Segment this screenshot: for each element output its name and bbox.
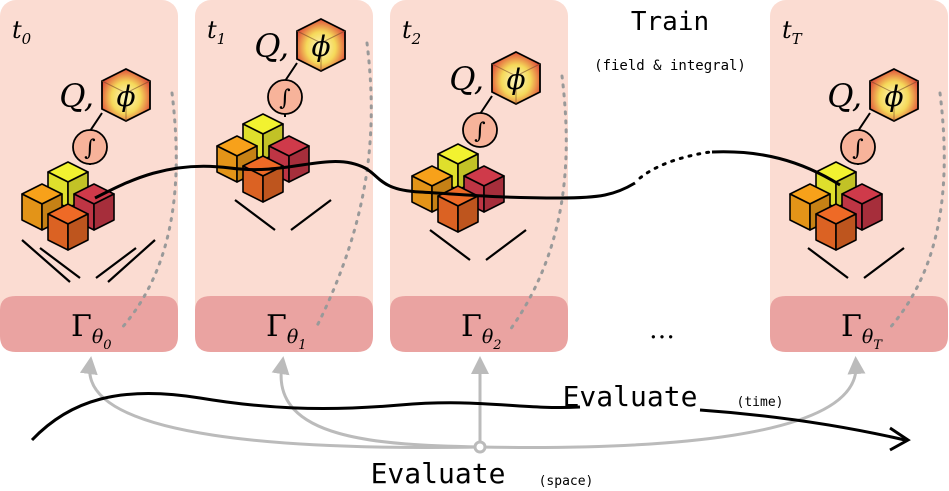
- gamma-subscript: θ: [482, 326, 494, 348]
- dotted-connector: [118, 91, 178, 332]
- phi-node: ϕ: [491, 50, 541, 106]
- train-title: Train: [631, 7, 709, 37]
- gamma-subscript: θ: [92, 326, 104, 348]
- integral-symbol: ∫: [852, 136, 864, 161]
- train-subtitle: (field & integral): [594, 58, 746, 74]
- phi-node: ϕ: [296, 17, 346, 73]
- gamma-ellipsis: …: [649, 315, 675, 345]
- phi-link: [89, 112, 103, 132]
- evaluate-time-label: Evaluate: [563, 380, 698, 413]
- cube-cluster: [21, 161, 115, 251]
- decoder-line-right: [290, 199, 332, 231]
- decoder-line-right: [485, 229, 527, 261]
- phi-link: [284, 62, 298, 82]
- cube-cluster: [789, 161, 883, 251]
- cube-dark-orange: [242, 155, 284, 203]
- q-label: Q,: [827, 77, 862, 115]
- gamma-band: [195, 296, 373, 352]
- phi-link: [857, 112, 871, 132]
- phi-symbol: ϕ: [884, 80, 903, 113]
- cube-dark-orange: [437, 185, 479, 233]
- gamma-sub-subscript: 2: [492, 338, 501, 353]
- integral-symbol: ∫: [279, 86, 291, 111]
- time-subscript: 0: [22, 30, 32, 48]
- time-subscript: 2: [411, 30, 422, 48]
- decoder-line-right: [95, 247, 137, 279]
- decoder-line-left: [234, 199, 276, 231]
- q-label: Q,: [59, 77, 94, 115]
- integral-node: [840, 129, 876, 165]
- phi-node: ϕ: [101, 67, 151, 123]
- gamma-sub-subscript: T: [873, 338, 883, 353]
- decoder-line-left: [429, 229, 471, 261]
- evaluate-time-arrowhead: [889, 426, 911, 452]
- evaluate-time-curve-right: [699, 408, 906, 442]
- evaluate-time-curve: [30, 391, 581, 442]
- cube-dark-orange: [815, 203, 857, 251]
- integral-node: [72, 129, 108, 165]
- dotted-connector: [508, 74, 568, 332]
- time-curve-dots: [638, 150, 712, 180]
- phi-symbol: ϕ: [506, 63, 525, 96]
- decoder-line-right: [863, 247, 905, 279]
- time-curve-end: [711, 150, 841, 187]
- time-curve: [94, 160, 636, 200]
- gamma-band: [0, 296, 178, 352]
- q-label: Q,: [254, 27, 289, 65]
- space-origin-node: [473, 440, 487, 454]
- time-subscript: 1: [217, 30, 227, 48]
- evaluate-space-label: Evaluate: [371, 457, 506, 490]
- dotted-connector: [886, 91, 946, 332]
- gamma-subscript: θ: [287, 326, 299, 348]
- evaluate-space-sub: (space): [539, 474, 594, 489]
- gamma-sub-subscript: 0: [103, 338, 111, 353]
- phi-symbol: ϕ: [311, 30, 330, 63]
- q-label: Q,: [449, 60, 484, 98]
- integral-symbol: ∫: [84, 136, 96, 161]
- decoder-line-left: [807, 247, 849, 279]
- evaluate-time-sub: (time): [737, 395, 784, 410]
- phi-node: ϕ: [869, 67, 919, 123]
- integral-node: [267, 79, 303, 115]
- gamma-sub-subscript: 1: [298, 338, 306, 353]
- integral-symbol: ∫: [474, 119, 486, 144]
- space-arrows: [79, 356, 866, 449]
- gamma-subscript: θ: [862, 326, 874, 348]
- integral-node: [462, 112, 498, 148]
- phi-symbol: ϕ: [116, 80, 135, 113]
- time-subscript: T: [792, 30, 803, 48]
- cube-dark-orange: [47, 203, 89, 251]
- decoder-line-left: [39, 247, 81, 279]
- phi-link: [479, 95, 493, 115]
